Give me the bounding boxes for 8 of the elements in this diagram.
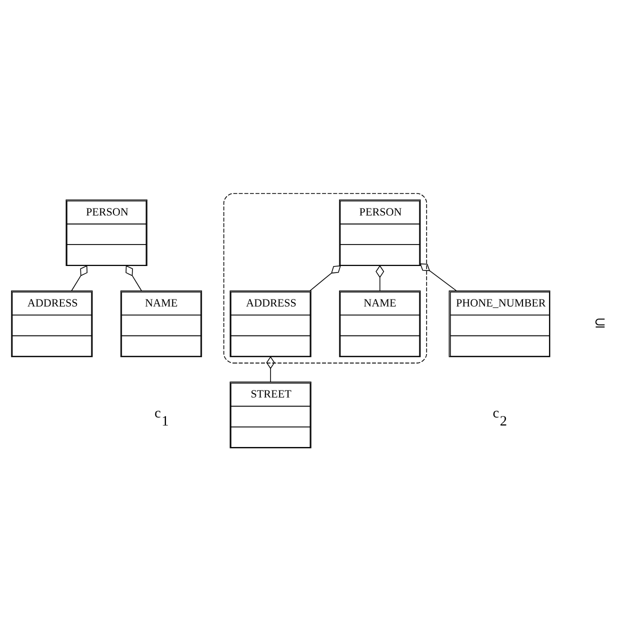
- connector: [126, 265, 142, 292]
- connector: [266, 356, 275, 382]
- cluster: [223, 193, 428, 364]
- connector: [310, 265, 341, 292]
- connector: [376, 265, 384, 292]
- connector: [420, 263, 457, 292]
- label: ⊆: [594, 315, 606, 332]
- connector: [71, 265, 88, 292]
